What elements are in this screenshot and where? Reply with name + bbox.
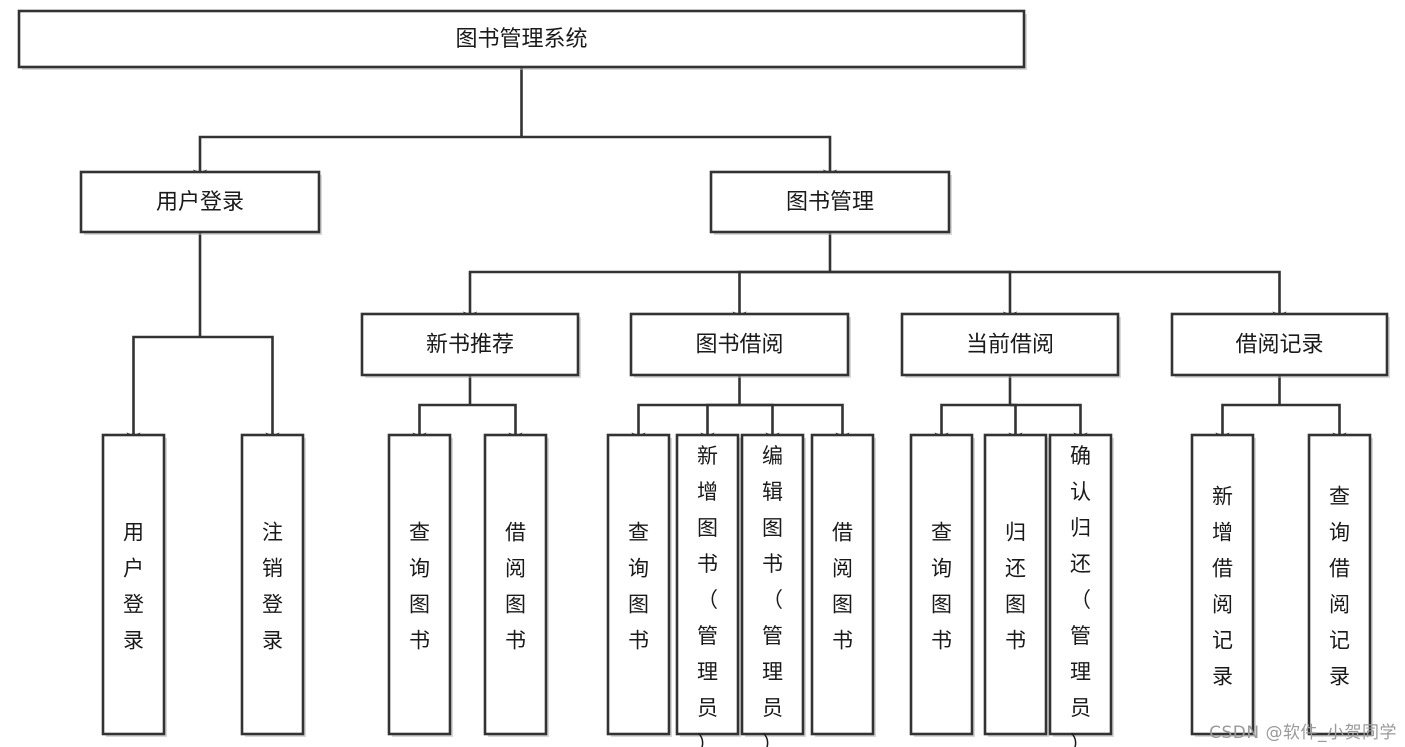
edge-borrow-records-to-leaf-query-borrow-record xyxy=(1279,403,1347,445)
node-book-borrow[interactable]: 图书借阅 xyxy=(629,312,851,378)
edge-current-borrow-to-leaf-query-book-current xyxy=(934,403,1010,445)
node-label: 借阅图书 xyxy=(832,521,853,653)
edge-book-management-to-current-borrow xyxy=(830,270,1017,324)
node-leaf-borrow-book[interactable]: 借阅图书 xyxy=(810,433,876,737)
node-leaf-add-borrow-record[interactable]: 新增借阅记录 xyxy=(1190,433,1256,737)
node-box[interactable] xyxy=(240,433,305,736)
node-leaf-query-book-borrow[interactable]: 查询图书 xyxy=(606,433,672,737)
node-label: 新书推荐 xyxy=(426,333,514,358)
node-label: 查询图书 xyxy=(931,521,952,653)
node-box[interactable] xyxy=(740,433,805,736)
edge-book-management-to-borrow-records xyxy=(830,270,1287,324)
edge-user-login-to-leaf-user-logout xyxy=(200,335,280,445)
edge-new-book-recommend-to-leaf-borrow-book-recommend xyxy=(470,403,523,445)
node-box[interactable] xyxy=(1307,433,1372,736)
node-box[interactable] xyxy=(675,433,740,736)
node-book-management[interactable]: 图书管理 xyxy=(709,170,952,235)
node-box[interactable] xyxy=(1190,433,1255,736)
edge-new-book-recommend-to-leaf-query-book-recommend xyxy=(412,403,470,445)
edge-book-borrow-to-leaf-borrow-book xyxy=(739,403,850,445)
node-label: 查询图书 xyxy=(409,521,430,653)
node-leaf-borrow-book-recommend[interactable]: 借阅图书 xyxy=(483,433,549,737)
edges-layer xyxy=(126,67,1347,445)
node-label: 编辑图书（管理员） xyxy=(762,444,783,747)
node-label: 注销登录 xyxy=(262,521,283,653)
node-label: 借阅记录 xyxy=(1235,333,1323,358)
node-box[interactable] xyxy=(360,312,580,377)
edge-book-management-to-new-book-recommend xyxy=(463,270,830,324)
edge-root-to-book-management xyxy=(521,135,837,182)
edge-root-to-user-login xyxy=(193,135,522,182)
node-borrow-records[interactable]: 借阅记录 xyxy=(1170,312,1390,378)
edge-book-borrow-to-leaf-query-book-borrow xyxy=(631,403,740,445)
node-label: 借阅图书 xyxy=(505,521,526,653)
node-box[interactable] xyxy=(483,433,548,736)
node-label: 图书管理 xyxy=(786,190,874,215)
node-leaf-add-book[interactable]: 新增图书（管理员） xyxy=(675,433,741,747)
node-box[interactable] xyxy=(606,433,671,736)
node-leaf-confirm-return[interactable]: 确认归还（管理员） xyxy=(1048,433,1114,747)
nodes-layer: 图书管理系统用户登录图书管理新书推荐图书借阅当前借阅借阅记录用户登录注销登录查询… xyxy=(17,9,1390,747)
node-box[interactable] xyxy=(900,312,1120,377)
node-label: 新增借阅记录 xyxy=(1212,485,1233,689)
edge-current-borrow-to-leaf-confirm-return xyxy=(1010,403,1088,445)
node-box[interactable] xyxy=(983,433,1048,736)
node-label: 用户登录 xyxy=(156,190,244,215)
node-leaf-return-book[interactable]: 归还图书 xyxy=(983,433,1049,737)
node-user-login[interactable]: 用户登录 xyxy=(79,170,322,235)
node-label: 查询图书 xyxy=(628,521,649,653)
node-root[interactable]: 图书管理系统 xyxy=(17,9,1027,70)
node-new-book-recommend[interactable]: 新书推荐 xyxy=(360,312,581,378)
node-label: 用户登录 xyxy=(123,521,144,653)
edge-book-management-to-book-borrow xyxy=(732,270,830,324)
node-box[interactable] xyxy=(1048,433,1113,736)
node-label: 确认归还（管理员） xyxy=(1070,444,1091,747)
edge-user-login-to-leaf-user-login xyxy=(126,335,200,445)
watermark-text: CSDN @软件_小贺同学 xyxy=(1209,723,1397,743)
node-box[interactable] xyxy=(810,433,875,736)
node-box[interactable] xyxy=(17,9,1026,69)
node-box[interactable] xyxy=(387,433,452,736)
node-box[interactable] xyxy=(79,170,321,234)
node-label: 图书借阅 xyxy=(695,333,783,358)
node-leaf-query-borrow-record[interactable]: 查询借阅记录 xyxy=(1307,433,1373,737)
node-leaf-query-book-current[interactable]: 查询图书 xyxy=(909,433,975,737)
node-box[interactable] xyxy=(1170,312,1389,377)
node-label: 查询借阅记录 xyxy=(1329,485,1350,689)
node-label: 图书管理系统 xyxy=(455,27,587,52)
node-label: 新增图书（管理员） xyxy=(697,444,718,747)
edge-current-borrow-to-leaf-return-book xyxy=(1008,403,1023,445)
node-box[interactable] xyxy=(629,312,850,377)
node-label: 归还图书 xyxy=(1005,521,1026,653)
edge-book-borrow-to-leaf-add-book xyxy=(700,403,740,445)
node-leaf-query-book-recommend[interactable]: 查询图书 xyxy=(387,433,453,737)
edge-book-borrow-to-leaf-edit-book xyxy=(739,403,780,445)
node-box[interactable] xyxy=(909,433,974,736)
edge-borrow-records-to-leaf-add-borrow-record xyxy=(1215,403,1280,445)
node-leaf-user-logout[interactable]: 注销登录 xyxy=(240,433,306,737)
node-leaf-edit-book[interactable]: 编辑图书（管理员） xyxy=(740,433,806,747)
node-current-borrow[interactable]: 当前借阅 xyxy=(900,312,1121,378)
node-box[interactable] xyxy=(101,433,166,736)
node-label: 当前借阅 xyxy=(966,333,1054,358)
node-leaf-user-login[interactable]: 用户登录 xyxy=(101,433,167,737)
node-box[interactable] xyxy=(709,170,951,234)
